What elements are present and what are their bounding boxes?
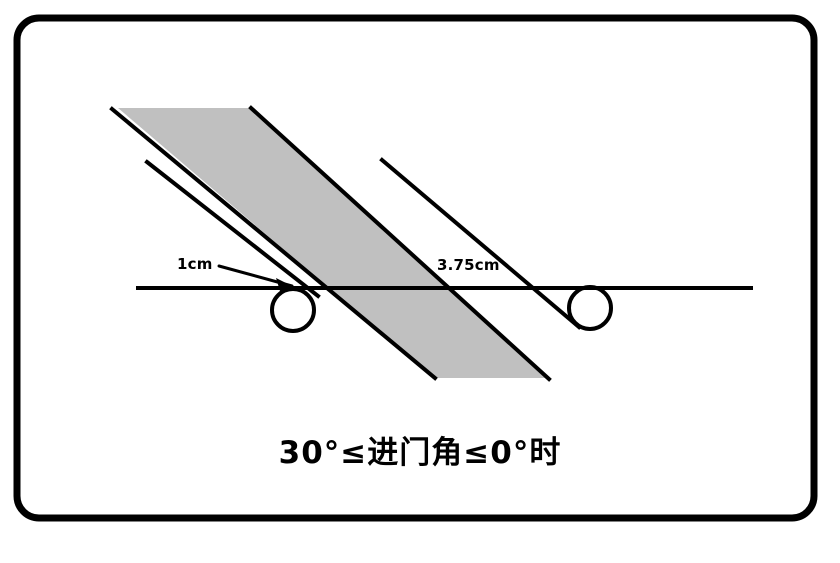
- left-dimension-label: 1cm: [177, 255, 213, 273]
- ramp-band: [118, 108, 545, 378]
- dimension-arrowhead-icon: [276, 278, 296, 291]
- figure-caption: 30°≤进门角≤0°时: [278, 435, 562, 471]
- right-dimension-label: 3.75cm: [437, 256, 500, 274]
- ramp-inner-guide-line: [144, 159, 321, 299]
- ramp-left-edge-line: [109, 106, 438, 381]
- ramp-right-edge-line: [248, 105, 552, 382]
- right-reference-line: [379, 157, 582, 330]
